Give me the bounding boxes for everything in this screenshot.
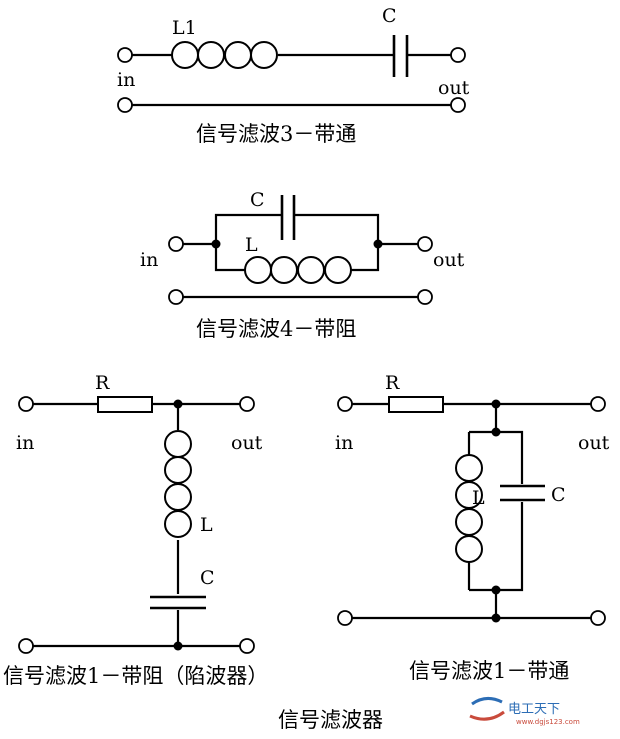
- c2-in-terminal-top: [168, 236, 184, 252]
- c3-out-label: out: [231, 432, 263, 454]
- c1-in-terminal-bottom: [117, 97, 133, 113]
- c1-capacitor: [392, 35, 409, 77]
- c1-in-terminal-top: [117, 47, 133, 63]
- c4-out-terminal-top: [590, 396, 606, 412]
- c1-out-label: out: [438, 77, 470, 99]
- watermark-logo-icon: [469, 697, 505, 721]
- c1-in-label: in: [117, 69, 135, 91]
- c1-out-terminal-top: [450, 47, 466, 63]
- c4-resistor: [388, 396, 444, 413]
- c2-out-terminal-bottom: [417, 289, 433, 305]
- c3-inductor: [164, 430, 192, 538]
- c4-capacitor-label: C: [551, 484, 566, 506]
- circuit-notch-filter: R L C in out 信号滤波1－带阻（陷波器）: [3, 372, 268, 688]
- c2-caption: 信号滤波4－带阻: [196, 317, 356, 341]
- c3-capacitor-label: C: [200, 567, 215, 589]
- c4-parallel-branches: [467, 430, 524, 592]
- c4-in-terminal-top: [337, 396, 353, 412]
- circuit-band-stop-4: C L in out 信号滤波4－带阻: [140, 189, 465, 341]
- c2-inductor: [244, 256, 352, 284]
- c4-out-terminal-bottom: [590, 610, 606, 626]
- c4-out-label: out: [578, 432, 610, 454]
- c2-capacitor: [280, 195, 296, 240]
- c3-out-terminal-bottom: [239, 638, 255, 654]
- c3-resistor: [97, 396, 153, 413]
- c4-in-label: in: [335, 432, 353, 454]
- c1-inductor-label: L1: [172, 17, 197, 39]
- c4-inductor-label: L: [472, 487, 485, 509]
- c2-inductor-label: L: [245, 234, 258, 256]
- c4-inductor: [455, 454, 483, 563]
- c3-in-terminal-top: [18, 396, 34, 412]
- c2-capacitor-label: C: [250, 189, 265, 211]
- watermark-url: www.dgjs123.com: [516, 718, 580, 726]
- c2-in-label: in: [140, 249, 158, 271]
- watermark: 电工天下 www.dgjs123.com: [469, 697, 580, 726]
- c3-out-terminal-top: [239, 396, 255, 412]
- c2-junction-left: [211, 239, 221, 249]
- c4-caption: 信号滤波1－带通: [409, 659, 569, 683]
- c1-caption: 信号滤波3－带通: [196, 122, 356, 146]
- c3-inductor-label: L: [200, 514, 213, 536]
- c4-in-terminal-bottom: [337, 610, 353, 626]
- c3-in-label: in: [16, 432, 34, 454]
- figure-title: 信号滤波器: [278, 708, 383, 732]
- c1-out-terminal-bottom: [450, 97, 466, 113]
- c4-junction-mid-top: [491, 427, 501, 437]
- c2-out-terminal-top: [417, 236, 433, 252]
- c2-coil-branch: [214, 244, 380, 272]
- c2-cap-branch: [214, 213, 380, 244]
- c3-capacitor: [150, 595, 206, 610]
- c2-in-terminal-bottom: [168, 289, 184, 305]
- c4-junction-mid-bottom: [491, 585, 501, 595]
- c4-junction-top: [491, 399, 501, 409]
- c2-out-label: out: [433, 249, 465, 271]
- c3-caption: 信号滤波1－带阻（陷波器）: [3, 664, 268, 688]
- c4-capacitor: [500, 484, 545, 502]
- c3-resistor-label: R: [95, 372, 110, 394]
- c1-capacitor-label: C: [382, 5, 397, 27]
- c3-junction-top: [173, 399, 183, 409]
- watermark-text: 电工天下: [508, 702, 560, 717]
- c1-inductor: [171, 41, 278, 69]
- c4-resistor-label: R: [385, 372, 400, 394]
- circuit-band-pass-1: R L C in out 信号滤波1－带通: [335, 372, 610, 683]
- circuit-band-pass-3: L1 C in out 信号滤波3－带通: [117, 5, 470, 146]
- c3-in-terminal-bottom: [18, 638, 34, 654]
- c2-junction-right: [373, 239, 383, 249]
